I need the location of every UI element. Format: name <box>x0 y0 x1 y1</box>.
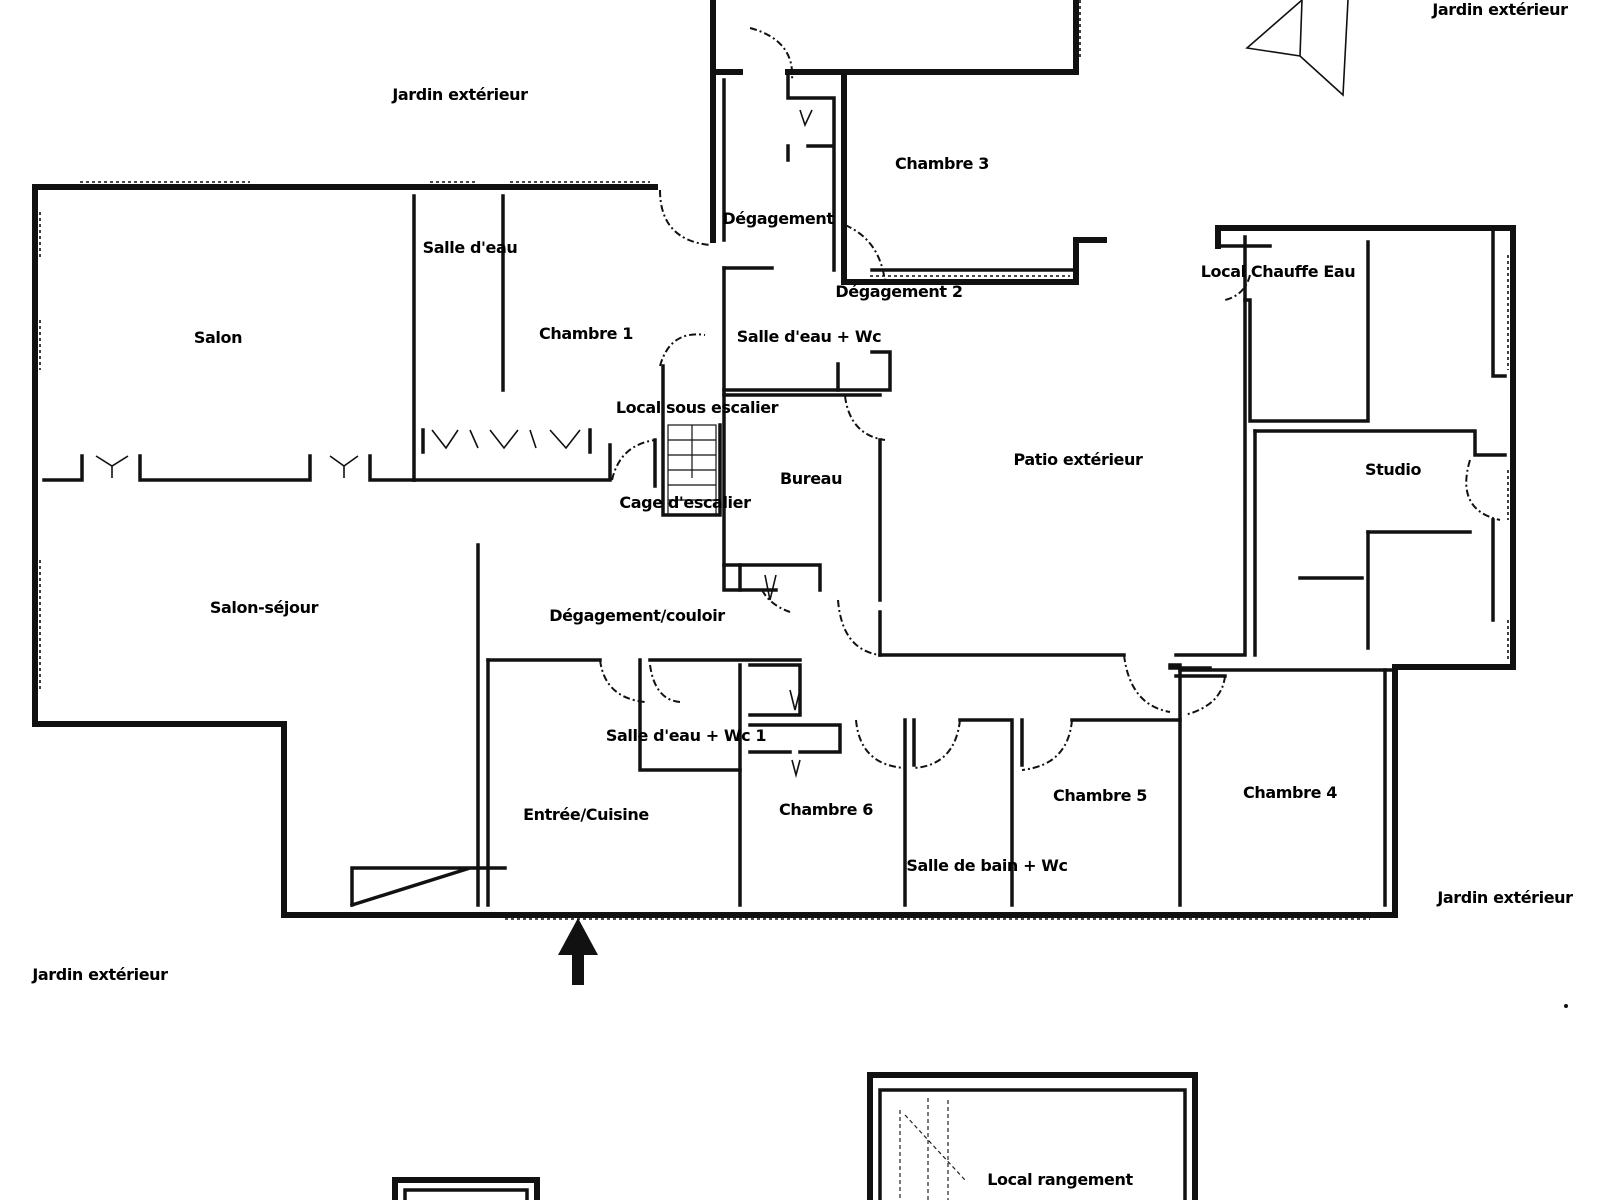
windows <box>39 0 1509 920</box>
room-label-salle-bain-wc: Salle de bain + Wc <box>906 856 1068 875</box>
room-label-local-chauffe-eau: Local Chauffe Eau <box>1200 262 1356 281</box>
room-label-chambre-1: Chambre 1 <box>539 324 633 343</box>
room-label-chambre-5: Chambre 5 <box>1053 786 1147 805</box>
closet-marks <box>95 109 813 779</box>
room-label-local-rangement: Local rangement <box>987 1170 1133 1189</box>
interior-walls <box>42 74 1507 908</box>
room-label-bureau: Bureau <box>779 469 843 488</box>
room-label-local-sous-escalier: Local sous escalier <box>615 398 779 417</box>
jardin-label-bottom-right: Jardin extérieur <box>1437 888 1573 907</box>
up-arrow-icon <box>558 918 598 985</box>
outer-walls <box>32 0 1516 918</box>
room-label-salle-eau-wc-1: Salle d'eau + Wc 1 <box>605 726 767 745</box>
room-label-degagement-couloir: Dégagement/couloir <box>549 606 725 625</box>
stairs <box>667 424 966 1200</box>
room-label-studio: Studio <box>1364 460 1422 479</box>
room-label-chambre-6: Chambre 6 <box>779 800 873 819</box>
annex-buildings <box>392 1072 1198 1200</box>
room-label-cage-escalier: Cage d'escalier <box>619 493 751 512</box>
room-label-entree-cuisine: Entrée/Cuisine <box>523 805 649 824</box>
door-swings <box>599 27 1501 771</box>
room-label-salle-eau-wc: Salle d'eau + Wc <box>736 327 882 346</box>
north-arrow-icon <box>1245 0 1349 97</box>
stray-dot <box>1564 1004 1568 1008</box>
jardin-label-bottom-left: Jardin extérieur <box>32 965 168 984</box>
room-label-salon: Salon <box>193 328 243 347</box>
room-label-degagement: Dégagement <box>722 209 834 228</box>
room-label-chambre-4: Chambre 4 <box>1243 783 1337 802</box>
room-label-salle-eau: Salle d'eau <box>422 238 518 257</box>
room-label-salon-sejour: Salon-séjour <box>209 598 319 617</box>
room-label-chambre-3: Chambre 3 <box>895 154 989 173</box>
jardin-label-top: Jardin extérieur <box>392 85 528 104</box>
room-label-degagement-2: Dégagement 2 <box>835 282 963 301</box>
jardin-label-top-right: Jardin extérieur <box>1432 0 1568 19</box>
room-label-patio: Patio extérieur <box>1013 450 1143 469</box>
